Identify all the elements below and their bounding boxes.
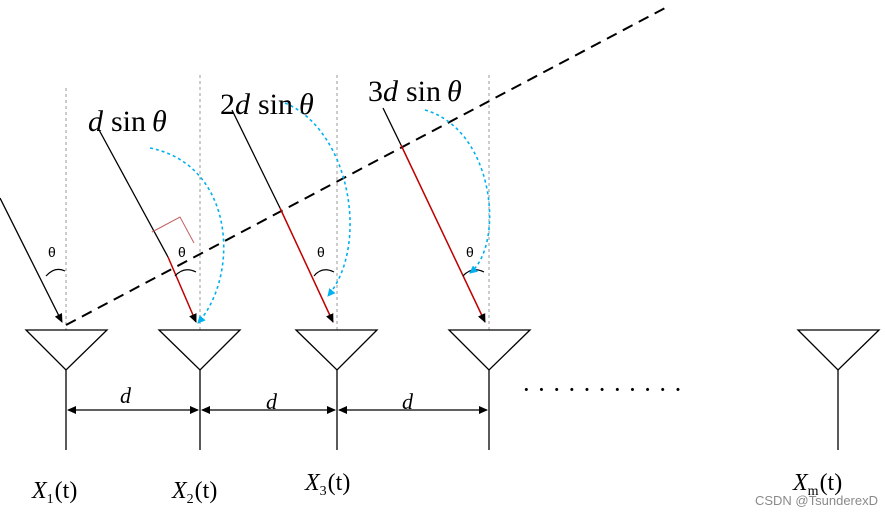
spacing-label-1: d xyxy=(120,383,132,408)
output-label-1: X1(t) xyxy=(31,478,77,507)
output-label-3: X3(t) xyxy=(304,470,350,499)
antenna-3 xyxy=(294,329,379,450)
spacing-label-3: d xyxy=(402,389,414,414)
extra-path-3 xyxy=(279,207,334,323)
antenna-2 xyxy=(157,329,242,450)
blue-arrow-2 xyxy=(149,147,225,324)
blue-delay-arrows xyxy=(149,102,491,324)
incoming-rays xyxy=(0,107,402,323)
output-label-2: X2(t) xyxy=(171,478,217,507)
angle-arcs xyxy=(45,268,485,277)
ellipsis-dots: · · · · · · · · · · · xyxy=(522,375,682,404)
blue-arrow-4 xyxy=(424,109,491,274)
angle-arc-1 xyxy=(45,268,66,277)
extra-path-segments xyxy=(167,144,486,323)
vertical-guides xyxy=(65,75,490,330)
theta-label-2: θ xyxy=(178,244,186,260)
spacing-label-2: d xyxy=(266,389,278,414)
antenna-m xyxy=(796,329,881,450)
right-angle-marker xyxy=(151,216,195,244)
antenna-elements xyxy=(24,329,881,450)
angle-arc-4 xyxy=(462,269,485,277)
extra-path-4 xyxy=(400,144,486,323)
output-label-m: Xm(t) xyxy=(792,470,842,499)
watermark: CSDN @TsunderexD xyxy=(755,493,878,508)
ray-2-upper xyxy=(97,127,169,258)
antenna-1 xyxy=(24,329,109,450)
wavefront-line xyxy=(65,7,666,326)
angle-arc-3 xyxy=(313,269,335,277)
extra-path-2 xyxy=(167,256,197,323)
theta-label-3: θ xyxy=(317,244,325,260)
blue-arrow-3 xyxy=(284,102,351,297)
theta-label-4: θ xyxy=(466,244,474,260)
angle-arc-2 xyxy=(174,269,197,277)
theta-label-1: θ xyxy=(48,244,56,260)
antenna-4 xyxy=(447,329,532,450)
ray-1 xyxy=(0,197,63,323)
ray-3-upper xyxy=(231,109,281,209)
ray-4-upper xyxy=(382,107,402,146)
